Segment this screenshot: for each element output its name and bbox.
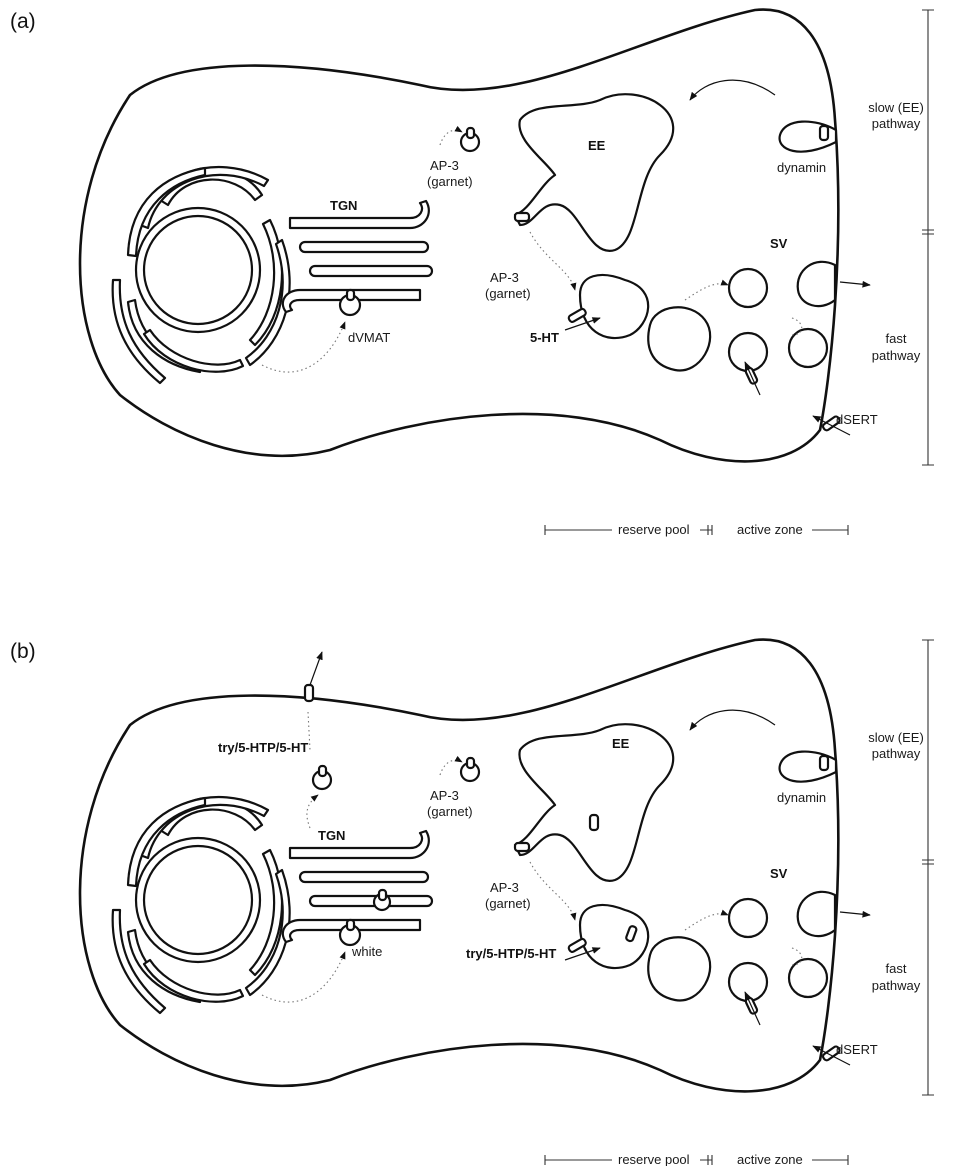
membrane-transporter-label: try/5-HTP/5-HT: [218, 740, 308, 755]
tgn-label: TGN: [330, 198, 357, 213]
slow-pathway-line1: slow (EE): [868, 100, 924, 115]
sv-label: SV: [770, 236, 788, 251]
slow-pathway-line2: pathway: [872, 116, 921, 131]
transporter-label: try/5-HTP/5-HT: [466, 946, 556, 961]
dynamin-label: dynamin: [777, 160, 826, 175]
dsert-label: dSERT: [836, 412, 878, 427]
ee-label: EE: [588, 138, 606, 153]
active-zone-label: active zone: [737, 1152, 803, 1166]
reserve-pool-label: reserve pool: [618, 1152, 690, 1166]
vesicle-label: white: [351, 944, 382, 959]
ap3-mid-line1: AP-3: [490, 880, 519, 895]
panel-b: (b) TGN EE SV AP-3 (garnet) AP-3 (garnet…: [10, 640, 934, 1166]
ap3-mid-line2: (garnet): [485, 896, 531, 911]
active-zone-label: active zone: [737, 522, 803, 537]
ap3-top-line2: (garnet): [427, 804, 473, 819]
vesicle-label: dVMAT: [348, 330, 390, 345]
dsert-label: dSERT: [836, 1042, 878, 1057]
ap3-top-line2: (garnet): [427, 174, 473, 189]
fast-pathway-line2: pathway: [872, 348, 921, 363]
ap3-mid-line2: (garnet): [485, 286, 531, 301]
panel-a-label: (a): [10, 10, 36, 33]
panel-b-label: (b): [10, 640, 36, 663]
slow-pathway-line2: pathway: [872, 746, 921, 761]
transporter-label: 5-HT: [530, 330, 559, 345]
reserve-pool-label: reserve pool: [618, 522, 690, 537]
ap3-mid-line1: AP-3: [490, 270, 519, 285]
sv-label: SV: [770, 866, 788, 881]
ee-label: EE: [612, 736, 630, 751]
dynamin-label: dynamin: [777, 790, 826, 805]
tgn-label: TGN: [318, 828, 345, 843]
fast-pathway-line1: fast: [886, 331, 907, 346]
fast-pathway-line1: fast: [886, 961, 907, 976]
slow-pathway-line1: slow (EE): [868, 730, 924, 745]
membrane-transporter: [305, 685, 313, 701]
ap3-top-line1: AP-3: [430, 158, 459, 173]
ap3-top-line1: AP-3: [430, 788, 459, 803]
panel-a: (a) TGN EE SV AP-3 (garnet) AP-3 (garnet…: [10, 10, 934, 537]
fast-pathway-line2: pathway: [872, 978, 921, 993]
